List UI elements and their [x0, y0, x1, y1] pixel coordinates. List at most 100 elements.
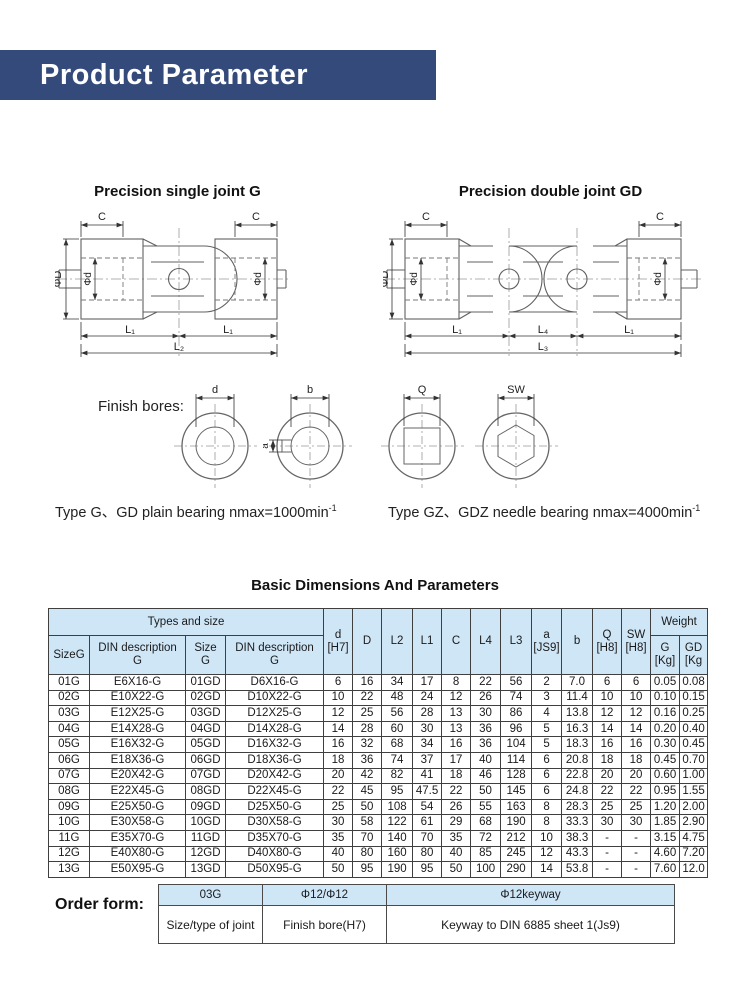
- table-cell: 25: [352, 705, 383, 722]
- bore-diagram-plain: d: [174, 384, 257, 488]
- table-cell: 7.20: [679, 845, 709, 863]
- table-cell: 11G: [48, 829, 90, 847]
- table-cell: 07GD: [185, 767, 226, 785]
- table-cell: 10GD: [185, 814, 226, 831]
- col-header-size-gd: Size G: [185, 635, 226, 675]
- bearing-note-needle: Type GZ、GDZ needle bearing nmax=4000min-…: [388, 501, 700, 522]
- table-cell: 10: [592, 689, 623, 707]
- table-cell: 53.8: [561, 861, 594, 878]
- table-cell: 20: [592, 767, 623, 785]
- table-cell: E6X16-G: [89, 674, 186, 691]
- table-cell: 0.70: [679, 751, 709, 769]
- table-cell: 26: [470, 689, 502, 707]
- table-cell: 17: [412, 674, 443, 691]
- table-cell: 18: [323, 751, 354, 769]
- table-cell: 02GD: [185, 689, 226, 707]
- table-cell: 12: [531, 845, 563, 863]
- table-cell: 07G: [48, 767, 90, 785]
- dim-label-c: C: [98, 211, 106, 223]
- col-header-weight: Weight: [650, 608, 709, 636]
- table-cell: 24.8: [561, 783, 594, 800]
- table-cell: 12: [323, 705, 354, 722]
- table-cell: 35: [323, 829, 354, 847]
- table-cell: 13G: [48, 861, 90, 878]
- table-cell: 50: [470, 783, 502, 800]
- table-cell: 5: [531, 720, 563, 738]
- table-cell: 1.55: [679, 783, 709, 800]
- table-cell: 10G: [48, 814, 90, 831]
- table-cell: 5: [531, 736, 563, 753]
- table-cell: D12X25-G: [224, 705, 325, 722]
- double-joint-section: Precision double joint GD: [379, 183, 718, 371]
- table-cell: 47.5: [412, 783, 443, 800]
- table-cell: 20: [323, 767, 354, 785]
- table-cell: 4.75: [679, 829, 709, 847]
- table-cell: 70: [412, 829, 443, 847]
- table-cell: 16: [441, 736, 472, 753]
- table-cell: 30: [470, 705, 502, 722]
- table-cell: D18X36-G: [224, 751, 325, 769]
- col-header-a: a [JS9]: [531, 608, 563, 675]
- table-cell: 16: [592, 736, 623, 753]
- table-cell: 35: [441, 829, 472, 847]
- table-cell: 80: [412, 845, 443, 863]
- col-header-g-kg: G [Kg]: [650, 635, 681, 675]
- table-cell: 6: [531, 783, 563, 800]
- table-cell: E22X45-G: [89, 783, 186, 800]
- single-joint-section: Precision single joint G: [52, 183, 300, 371]
- dim-label-phid: Φd: [83, 272, 94, 286]
- order-desc-keyway: Keyway to DIN 6885 sheet 1(Js9): [386, 905, 675, 944]
- table-cell: 25: [592, 798, 623, 816]
- table-title: Basic Dimensions And Parameters: [251, 577, 499, 594]
- table-cell: 55: [470, 798, 502, 816]
- table-cell: D16X32-G: [224, 736, 325, 753]
- table-cell: 10: [531, 829, 563, 847]
- table-cell: E12X25-G: [89, 705, 186, 722]
- table-cell: 11.4: [561, 689, 594, 707]
- table-cell: 6: [621, 674, 652, 691]
- table-cell: 74: [500, 689, 533, 707]
- single-joint-title: Precision single joint G: [94, 183, 261, 200]
- table-cell: 06GD: [185, 751, 226, 769]
- table-cell: 40: [323, 845, 354, 863]
- page-title: Product Parameter: [40, 59, 308, 91]
- table-cell: 7.60: [650, 861, 681, 878]
- table-cell: 22: [621, 783, 652, 800]
- dim-label-phid: Φd: [409, 272, 420, 286]
- table-cell: E30X58-G: [89, 814, 186, 831]
- table-cell: 22: [470, 674, 502, 691]
- dimensions-table: Types and size d [H7] D L2 L1 C L4 L3 a …: [47, 608, 709, 878]
- order-form-table: 03G Φ12/Φ12 Φ12keyway Size/type of joint…: [158, 884, 675, 944]
- col-header-l4: L4: [470, 608, 502, 675]
- table-cell: 0.25: [679, 705, 709, 722]
- dim-label-c: C: [656, 211, 664, 223]
- table-cell: 18: [592, 751, 623, 769]
- table-cell: 0.45: [679, 736, 709, 753]
- note-superscript: -1: [692, 503, 701, 514]
- table-cell: 290: [500, 861, 533, 878]
- table-cell: 18: [441, 767, 472, 785]
- dim-label-b: b: [307, 384, 313, 396]
- table-cell: 190: [381, 861, 414, 878]
- table-cell: 28: [352, 720, 383, 738]
- finish-bores-section: Finish bores: d: [0, 382, 750, 500]
- dim-label-l4: L₄: [538, 324, 549, 336]
- table-cell: -: [621, 861, 652, 878]
- dim-label-phid: Φd: [253, 272, 264, 286]
- dim-label-phiD: ΦD: [55, 271, 64, 288]
- table-cell: 58: [352, 814, 383, 831]
- table-cell: 12: [592, 705, 623, 722]
- table-cell: 12G: [48, 845, 90, 863]
- bore-diagram-hex: SW: [475, 384, 558, 488]
- table-cell: 36: [470, 720, 502, 738]
- table-cell: 18.3: [561, 736, 594, 753]
- table-cell: -: [592, 861, 623, 878]
- table-cell: 0.60: [650, 767, 681, 785]
- table-cell: D30X58-G: [224, 814, 325, 831]
- table-cell: 16: [352, 674, 383, 691]
- table-cell: 68: [470, 814, 502, 831]
